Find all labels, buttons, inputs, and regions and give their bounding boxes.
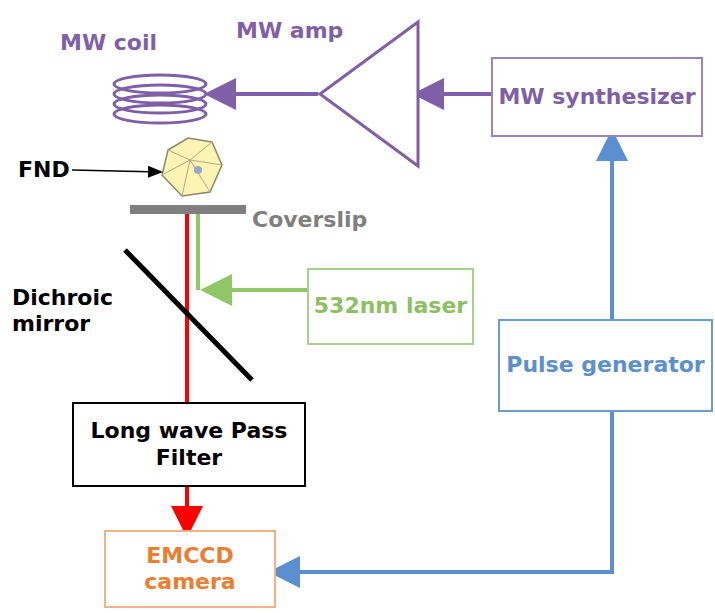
signal-connector	[185, 487, 189, 530]
node-text: Long wave Pass Filter	[74, 418, 304, 471]
synthesizer-box: MW synthesizer	[491, 57, 703, 137]
node-text: MW synthesizer	[498, 84, 695, 110]
signal-connector	[420, 92, 491, 96]
laser-box: 532nm laser	[307, 268, 474, 345]
part-label: Dichroic mirror	[12, 285, 147, 338]
node-text: Pulse generator	[506, 352, 704, 378]
coverslip	[130, 205, 246, 214]
filter-box: Long wave Pass Filter	[72, 402, 306, 487]
coil-feed-line	[212, 92, 318, 96]
part-label: Coverslip	[252, 207, 367, 233]
excitation-beam	[208, 288, 313, 292]
part-label: FND	[18, 157, 70, 183]
signal-connector	[610, 137, 614, 319]
signal-connector	[276, 412, 612, 572]
amplifier-triangle: MW amp	[318, 20, 420, 168]
dichroic-mirror	[125, 250, 252, 380]
node-text: 532nm laser	[314, 293, 467, 319]
node-text: MW amp	[236, 18, 343, 44]
node-text: EMCCD camera	[106, 543, 274, 596]
emission-beam	[185, 214, 189, 402]
pulse-generator-box: Pulse generator	[498, 319, 713, 412]
nanodiamond	[162, 138, 222, 196]
camera-box: EMCCD camera	[104, 530, 276, 608]
leader-line	[72, 170, 160, 172]
part-label: MW coil	[60, 30, 157, 56]
excitation-beam	[196, 214, 200, 290]
triangle-outline	[320, 22, 418, 166]
mw-coil	[114, 75, 206, 123]
